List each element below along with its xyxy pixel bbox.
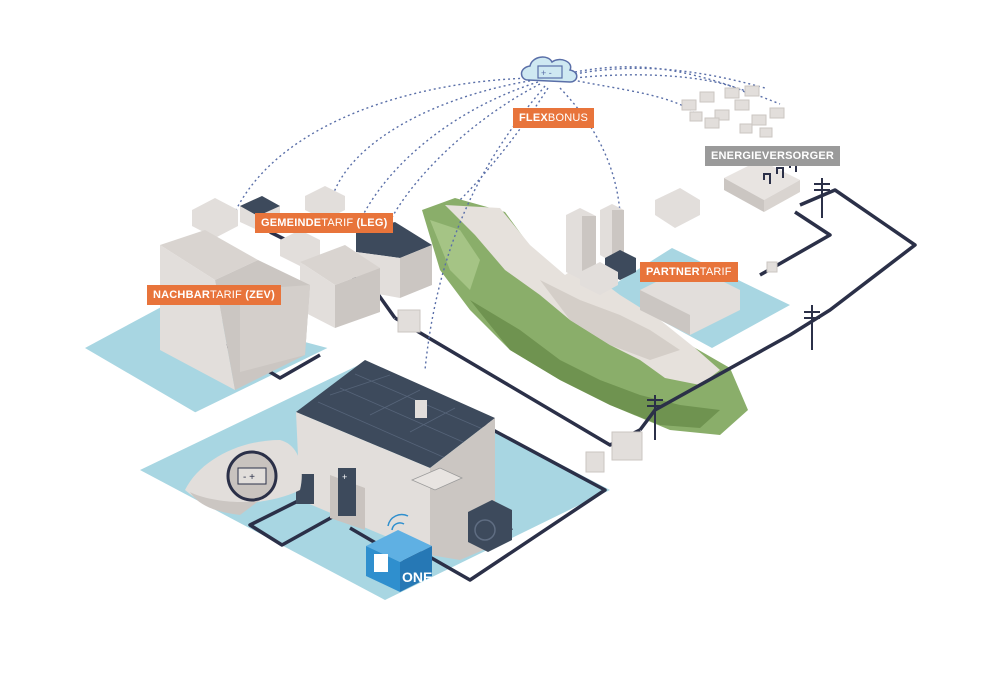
partnertarif-thin: TARIF — [699, 266, 732, 278]
power-pole-icon — [647, 178, 830, 440]
gemeindetarif-bold: GEMEINDE — [261, 217, 322, 229]
cloud-connections — [234, 66, 781, 371]
connector-boxes — [397, 261, 778, 473]
village-houses — [192, 186, 432, 328]
gemeindetarif-tag: GEMEINDETARIF (LEG) — [255, 213, 394, 233]
partner-buildings — [566, 188, 740, 335]
mountain-ridge — [422, 198, 748, 435]
flexbonus-tag: FLEXBONUS — [513, 108, 595, 128]
hub-brand-label: ONE — [402, 569, 432, 585]
energy-supplier-building — [724, 160, 800, 212]
nachbartarif-suffix: (ZEV) — [241, 289, 275, 301]
distant-village — [681, 85, 785, 138]
flexbonus-thin: BONUS — [547, 112, 589, 124]
flexbonus-bold: FLEX — [519, 112, 548, 124]
energieversorger-tag: ENERGIEVERSORGER — [705, 146, 841, 166]
nachbartarif-thin: TARIF — [210, 289, 242, 301]
partnertarif-bold: PARTNER — [646, 266, 700, 278]
car-battery-icon: - + — [226, 450, 278, 502]
gemeindetarif-suffix: (LEG) — [353, 217, 388, 229]
roads — [192, 340, 348, 423]
svg-text:+: + — [342, 472, 347, 482]
gemeindetarif-thin: TARIF — [321, 217, 354, 229]
neighbor-house — [160, 230, 310, 390]
heat-pump-icon — [468, 500, 512, 552]
svg-text:- +: - + — [243, 472, 255, 483]
home-battery-icon: + — [338, 468, 356, 516]
partnertarif-tag: PARTNERTARIF — [640, 262, 738, 282]
cloud-battery-icon: + - — [520, 56, 578, 83]
nachbartarif-tag: NACHBARTARIF (ZEV) — [147, 285, 281, 305]
one-hub-icon: ONE — [366, 513, 432, 592]
svg-text:+ -: + - — [541, 68, 552, 78]
nachbartarif-bold: NACHBAR — [153, 289, 211, 301]
